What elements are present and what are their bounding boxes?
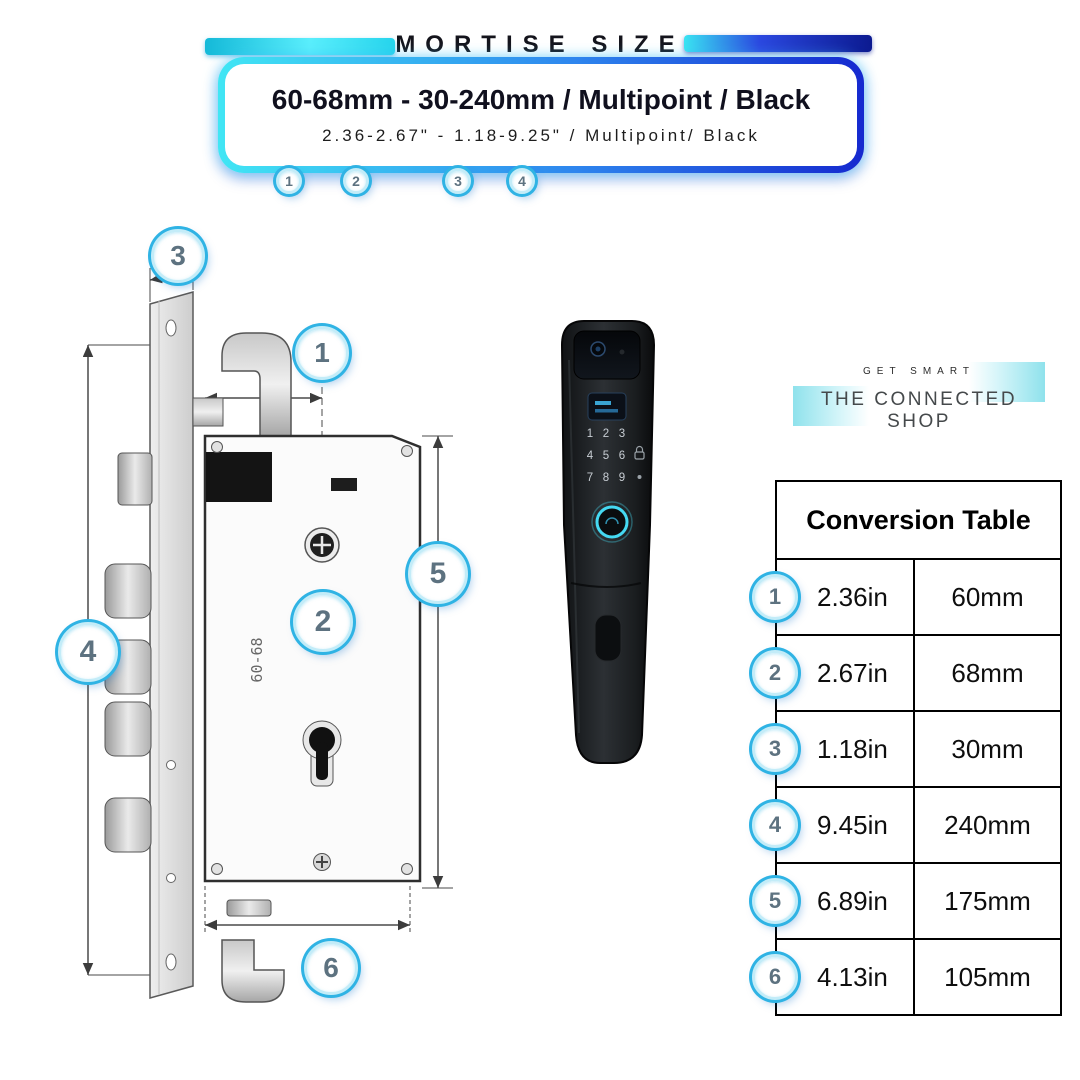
brand-logo: GET SMART THE CONNECTED SHOP xyxy=(793,360,1045,432)
keypad-8: 8 xyxy=(603,472,609,484)
mortise-lock-diagram: 60-68 xyxy=(82,261,453,1003)
hook-bolt-bottom xyxy=(221,939,285,1003)
row-badge-2: 2 xyxy=(752,650,798,696)
callout-6: 6 xyxy=(304,941,358,995)
spindle-hub xyxy=(304,527,340,563)
mm-value: 175mm xyxy=(944,885,1031,916)
screw-hole xyxy=(165,319,177,337)
screw-hole xyxy=(166,873,176,883)
euro-cylinder xyxy=(302,720,342,787)
keypad-1: 1 xyxy=(587,428,593,440)
smart-lock-product: 1 2 3 4 5 6 7 8 9 xyxy=(560,320,656,764)
size-title-box: 60-68mm - 30-240mm / Multipoint / Black … xyxy=(218,57,864,173)
body-screw xyxy=(401,445,413,457)
keypad-3: 3 xyxy=(619,428,625,440)
keypad[interactable]: 1 2 3 4 5 6 7 8 9 xyxy=(587,428,645,484)
conversion-table-title: Conversion Table xyxy=(777,482,1060,560)
keypad-4: 4 xyxy=(587,450,594,462)
table-row: 2 2.67in 68mm xyxy=(752,636,1060,712)
lock-body: 60-68 xyxy=(203,434,422,883)
table-row: 5 6.89in 175mm xyxy=(752,864,1060,940)
inches-value: 9.45in xyxy=(777,788,915,862)
row-badge-4: 4 xyxy=(752,802,798,848)
step-badge-2: 2 xyxy=(343,168,369,194)
keypad-2: 2 xyxy=(603,428,609,440)
faceplate xyxy=(149,291,194,999)
body-screw xyxy=(211,441,223,453)
inches-value: 4.13in xyxy=(777,940,915,1014)
brand-name: THE CONNECTED SHOP xyxy=(820,389,1018,432)
screw-hole xyxy=(166,760,176,770)
mm-value: 68mm xyxy=(951,657,1024,688)
inches-value: 1.18in xyxy=(777,712,915,786)
table-row: 1 2.36in 60mm xyxy=(752,560,1060,636)
camera-panel xyxy=(573,330,641,380)
decorative-bar-right xyxy=(684,35,872,52)
body-screw xyxy=(211,863,223,875)
body-screw xyxy=(401,863,413,875)
step-badge-3: 3 xyxy=(445,168,471,194)
deadbolt-cylinders xyxy=(104,563,152,853)
callout-2: 2 xyxy=(293,592,353,652)
keypad-7: 7 xyxy=(587,472,593,484)
screw-hole xyxy=(165,953,177,971)
body-engraving: 60-68 xyxy=(248,637,266,682)
mm-value: 105mm xyxy=(944,961,1031,992)
table-row: 3 1.18in 30mm xyxy=(752,712,1060,788)
deadbolt-cylinder xyxy=(104,797,152,853)
latch-bolt xyxy=(117,452,153,506)
row-badge-1: 1 xyxy=(752,574,798,620)
inches-value: 2.67in xyxy=(777,636,915,710)
function-dot-icon xyxy=(637,475,642,479)
size-title-box-inner: 60-68mm - 30-240mm / Multipoint / Black … xyxy=(225,64,857,166)
row-badge-3: 3 xyxy=(752,726,798,772)
table-row: 6 4.13in 105mm xyxy=(752,940,1060,1014)
bottom-rod xyxy=(226,899,272,917)
decorative-bar-left xyxy=(205,38,395,55)
deadbolt-cylinder xyxy=(104,701,152,757)
dimension-line-6 xyxy=(204,886,411,934)
deadbolt-cylinder xyxy=(104,563,152,619)
table-row: 4 9.45in 240mm xyxy=(752,788,1060,864)
mm-value: 30mm xyxy=(951,733,1024,764)
camera-lens-dot xyxy=(595,346,601,352)
lower-inset-plate xyxy=(594,614,622,662)
brand-accent-right xyxy=(969,362,1045,402)
smart-lock-body xyxy=(560,320,656,764)
inches-value: 2.36in xyxy=(777,560,915,634)
inches-value: 6.89in xyxy=(777,864,915,938)
size-subtitle: 2.36-2.67" - 1.18-9.25" / Multipoint/ Bl… xyxy=(322,126,760,145)
body-slot xyxy=(331,478,357,491)
conversion-table: Conversion Table 1 2.36in 60mm 2 2.67in … xyxy=(752,480,1062,1016)
latch-block xyxy=(206,452,272,502)
step-badge-4: 4 xyxy=(509,168,535,194)
callout-5: 5 xyxy=(408,544,468,604)
body-highlight xyxy=(568,359,580,734)
keypad-5: 5 xyxy=(603,450,609,462)
size-title: 60-68mm - 30-240mm / Multipoint / Black xyxy=(271,84,811,115)
hook-bolt-top xyxy=(221,332,292,437)
handle-seam xyxy=(570,582,642,588)
callout-3: 3 xyxy=(151,229,205,283)
brand-accent-left xyxy=(793,386,869,426)
brand-tagline: GET SMART xyxy=(863,366,975,377)
mm-value: 60mm xyxy=(951,581,1024,612)
lock-icon xyxy=(634,445,645,460)
keypad-9: 9 xyxy=(619,472,625,484)
status-screen xyxy=(587,392,627,421)
callout-4: 4 xyxy=(58,622,118,682)
row-badge-5: 5 xyxy=(752,878,798,924)
row-badge-6: 6 xyxy=(752,954,798,1000)
fingerprint-sensor[interactable] xyxy=(591,501,633,543)
page-title: MORTISE SIZE xyxy=(395,31,685,58)
mm-value: 240mm xyxy=(944,809,1031,840)
callout-1: 1 xyxy=(295,326,349,380)
dimension-line-5 xyxy=(422,435,453,889)
keypad-6: 6 xyxy=(619,450,625,462)
sensor-dot xyxy=(619,349,625,355)
bottom-screw xyxy=(313,853,331,871)
hook-shaft-top xyxy=(192,397,224,427)
step-badge-1: 1 xyxy=(276,168,302,194)
